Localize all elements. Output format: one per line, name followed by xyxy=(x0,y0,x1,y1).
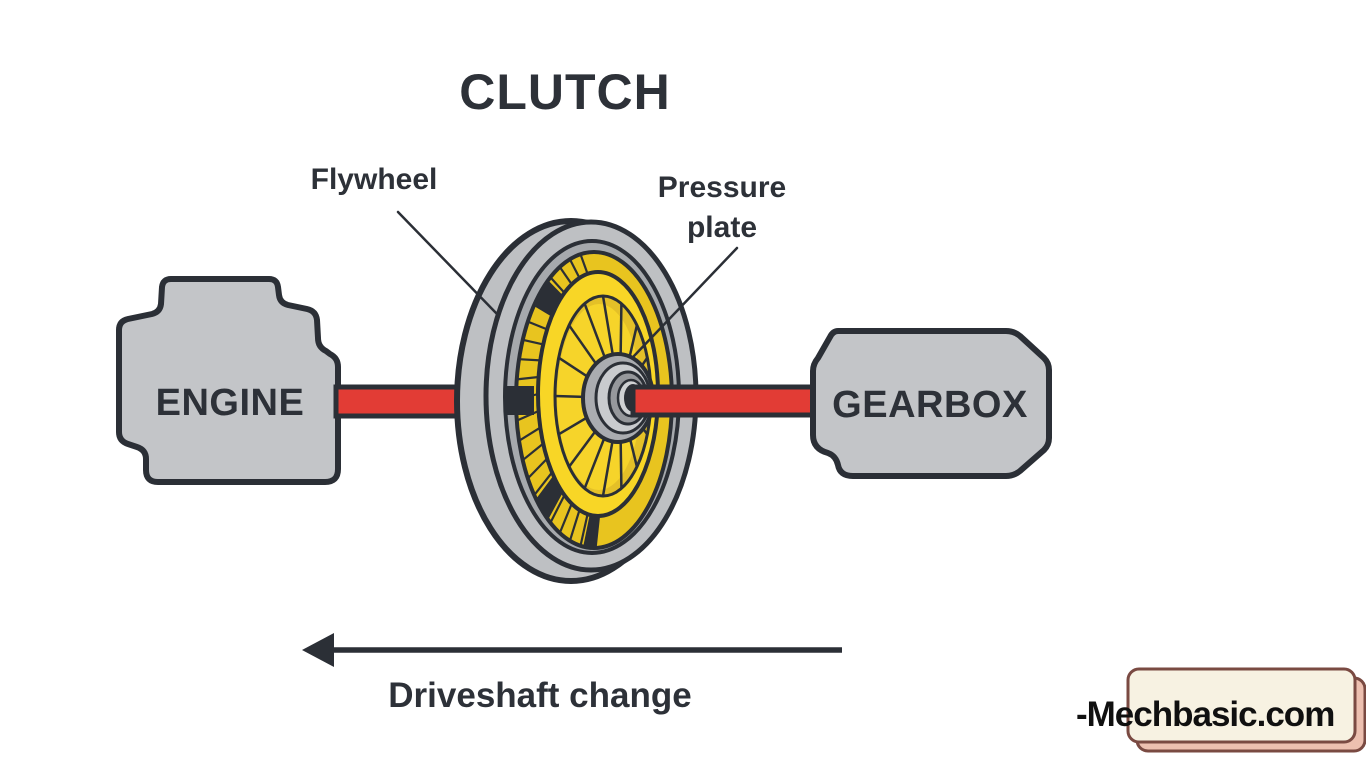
engine-block: ENGINE xyxy=(116,276,341,485)
arrow-caption: Driveshaft change xyxy=(388,676,691,715)
page-title: CLUTCH xyxy=(459,64,671,120)
driveshaft-right xyxy=(630,384,818,418)
watermark-text: -Mechbasic.com xyxy=(1076,695,1334,734)
badge-front-layer xyxy=(1126,667,1357,744)
arrowhead-left-icon xyxy=(302,633,334,667)
engine-label: ENGINE xyxy=(156,382,305,424)
leader-line-flywheel xyxy=(396,210,499,316)
gearbox-silhouette xyxy=(810,328,1052,479)
flywheel-label: Flywheel xyxy=(311,163,438,196)
gearbox-label: GEARBOX xyxy=(832,384,1028,426)
leader-line-pressure-plate xyxy=(632,246,739,358)
pressure-plate-label-line1: Pressure xyxy=(658,171,786,204)
gearbox-block: GEARBOX xyxy=(810,328,1052,479)
watermark-badge: -Mechbasic.com xyxy=(1076,667,1366,753)
engine-silhouette xyxy=(116,276,341,485)
pressure-plate-label-line2: plate xyxy=(687,211,757,244)
direction-arrow xyxy=(302,633,842,667)
gear-teeth-dark-segments xyxy=(534,280,601,548)
driveshaft-left xyxy=(333,384,475,419)
shaft-silhouette xyxy=(504,386,534,415)
